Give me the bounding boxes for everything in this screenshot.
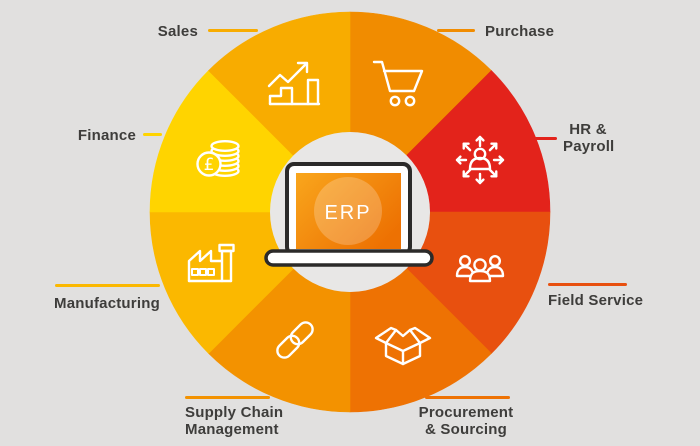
callout-field-service-line	[548, 283, 627, 286]
callout-finance-line	[143, 133, 162, 136]
callout-procurement-label-1: Procurement	[418, 404, 514, 421]
callout-sales-line	[208, 29, 258, 32]
person-arrows-icon	[455, 135, 505, 185]
callout-procurement-label-2: & Sourcing	[424, 421, 507, 438]
pound-symbol: £	[204, 155, 215, 175]
callout-supply-chain-management: Supply Chain Management	[185, 404, 283, 438]
callout-purchase-label: Purchase	[485, 23, 555, 40]
callout-finance-label: Finance	[77, 127, 136, 144]
people-group-icon	[455, 254, 505, 283]
laptop-icon: ERP	[264, 162, 434, 267]
callout-purchase: Purchase	[485, 23, 554, 40]
callout-purchase-line	[437, 29, 475, 32]
open-box-icon	[374, 326, 432, 366]
callout-supply-chain-management-line	[185, 396, 270, 399]
callout-supply-chain-label-2: Management	[185, 421, 279, 438]
erp-label: ERP	[324, 202, 371, 224]
callout-procurement-sourcing: Procurement & Sourcing	[416, 404, 516, 438]
growth-chart-icon	[267, 61, 321, 106]
callout-manufacturing: Manufacturing	[54, 295, 160, 312]
callout-sales-label: Sales	[157, 23, 198, 40]
erp-glow-circle	[314, 177, 382, 245]
factory-icon	[187, 243, 235, 283]
callout-field-service-label: Field Service	[548, 292, 644, 309]
callout-hr-payroll-line	[530, 137, 557, 140]
callout-procurement-sourcing-line	[425, 396, 510, 399]
callout-manufacturing-line	[55, 284, 160, 287]
wheel-segments	[149, 11, 551, 413]
shopping-cart-icon	[372, 60, 424, 107]
callout-manufacturing-label: Manufacturing	[54, 295, 160, 312]
callout-hr-payroll-label-2: Payroll	[563, 138, 615, 155]
callout-field-service: Field Service	[548, 292, 643, 309]
laptop-screen	[296, 173, 401, 249]
callout-hr-payroll-label-1: HR &	[569, 121, 607, 138]
laptop-base	[264, 249, 434, 267]
callout-finance: Finance	[56, 127, 136, 144]
callout-hr-payroll: HR & Payroll	[563, 121, 615, 155]
callout-sales: Sales	[118, 23, 198, 40]
callout-supply-chain-label-1: Supply Chain	[185, 404, 284, 421]
chain-links-icon	[276, 321, 314, 359]
coins-icon: £	[196, 140, 240, 178]
